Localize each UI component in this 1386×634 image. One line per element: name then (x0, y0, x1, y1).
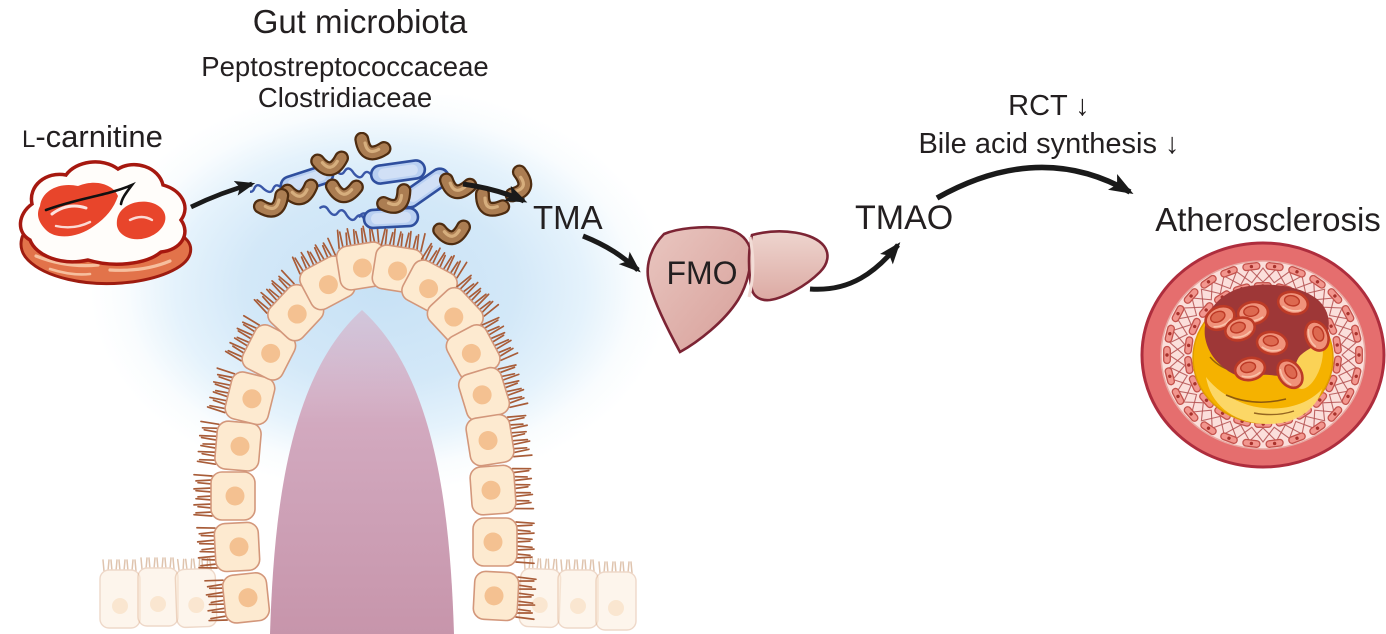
arrow-tmao-to-atherosclerosis (935, 164, 1134, 201)
smooth-muscle-cell (1341, 387, 1355, 405)
smooth-muscle-cell (1327, 288, 1343, 304)
plaque-fissure-line (1253, 410, 1295, 416)
smooth-muscle-cell (1341, 305, 1355, 323)
smooth-muscle-cell (1265, 262, 1284, 272)
atherosclerotic-artery-illustration (1140, 241, 1386, 469)
smooth-muscle-cell (1183, 406, 1199, 422)
steak-side-streak (48, 267, 92, 276)
tmao-label: TMAO (855, 199, 954, 237)
family-clostridiaceae: Clostridiaceae (257, 82, 433, 113)
arrow-liver-to-tmao (809, 242, 901, 292)
fmo-label: FMO (666, 255, 738, 291)
smooth-muscle-cell (1164, 324, 1176, 343)
smooth-muscle-cell (1332, 355, 1342, 374)
liver-crease (747, 236, 755, 298)
effect-bile-acid: Bile acid synthesis ↓ (918, 128, 1180, 160)
arrow-tma-to-liver (582, 233, 641, 273)
smooth-muscle-cell (1171, 387, 1185, 405)
l-carnitine-smallcap: L (22, 126, 36, 153)
l-carnitine-rest: -carnitine (35, 119, 163, 154)
steak-marbling (54, 220, 92, 229)
smooth-muscle-cell (1171, 305, 1185, 323)
liver-left-lobe (646, 225, 752, 354)
liver-illustration (646, 225, 829, 354)
smooth-muscle-cell (1188, 317, 1201, 336)
steak-marbling (128, 215, 154, 222)
effect-rct: RCT ↓ (1008, 90, 1090, 122)
smooth-muscle-cell (1265, 438, 1284, 448)
smooth-muscle-cell (1327, 406, 1343, 422)
smooth-muscle-cell (1350, 367, 1362, 386)
intestinal-villus-illustration (99, 225, 637, 634)
family-peptostreptococcaceae: Peptostreptococcaceae (201, 51, 489, 82)
smooth-muscle-cell (1220, 432, 1238, 445)
smooth-muscle-cell (1220, 265, 1238, 278)
steak-marbling (50, 204, 88, 216)
steak-bone-line (44, 181, 136, 212)
steak-side-streak (34, 254, 100, 268)
atherosclerosis-label: Atherosclerosis (1155, 201, 1381, 238)
smooth-muscle-cell (1288, 265, 1306, 278)
smooth-muscle-cell (1350, 324, 1362, 343)
steak-meat (116, 201, 166, 240)
gut-microbiota-title: Gut microbiota (252, 3, 468, 40)
l-carnitine-label: L-carnitine (22, 119, 163, 155)
smooth-muscle-cell (1183, 288, 1199, 304)
smooth-muscle-cell (1164, 367, 1176, 386)
bacteria-family-list: Peptostreptococcaceae Clostridiaceae (185, 51, 505, 113)
smooth-muscle-cell (1242, 262, 1261, 272)
smooth-muscle-cell (1309, 274, 1326, 289)
pathway-effects: RCT ↓ Bile acid synthesis ↓ (893, 87, 1205, 163)
smooth-muscle-cell (1332, 335, 1342, 355)
smooth-muscle-cell (1309, 421, 1326, 436)
smooth-muscle-cell (1355, 345, 1363, 365)
plaque-highlight (1206, 377, 1322, 425)
smooth-muscle-cell (1242, 438, 1261, 448)
smooth-muscle-cell (1312, 392, 1328, 408)
arrow-meat-to-bacteria (189, 181, 256, 210)
smooth-muscle-cell (1184, 355, 1194, 375)
smooth-muscle-cell (1184, 336, 1194, 355)
smooth-muscle-cell (1200, 274, 1217, 289)
arrow-bacteria-to-tma (462, 181, 528, 204)
smooth-muscle-cell (1163, 345, 1171, 365)
tma-label: TMA (533, 199, 603, 236)
villus-core (270, 310, 454, 634)
smooth-muscle-cell (1200, 421, 1217, 436)
steak-side-streak (108, 259, 172, 272)
plaque-fissure-line (1225, 394, 1287, 403)
smooth-muscle-cell (1288, 432, 1306, 445)
steak-illustration (18, 160, 193, 286)
